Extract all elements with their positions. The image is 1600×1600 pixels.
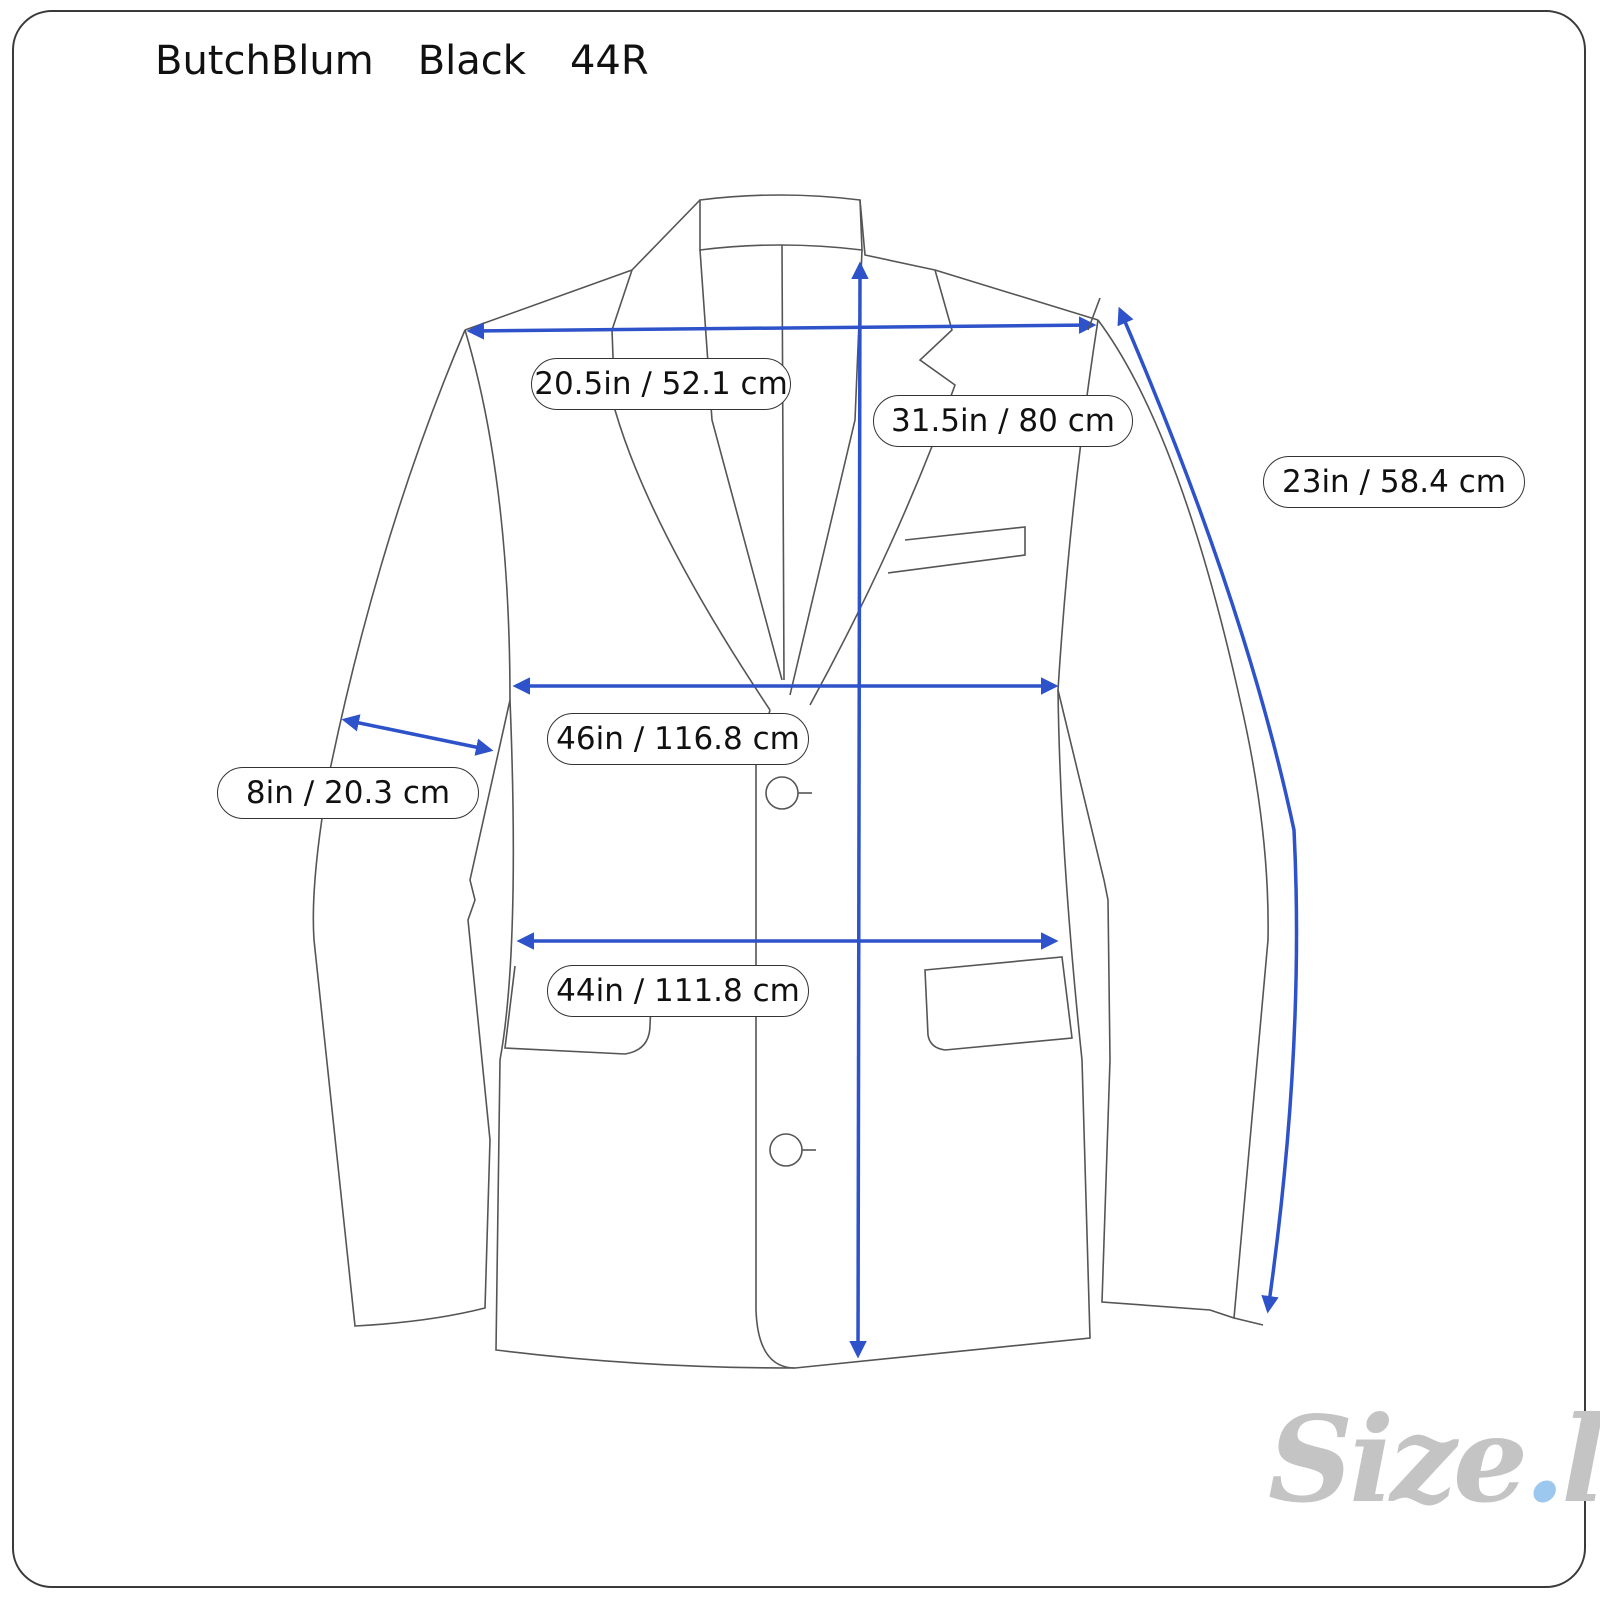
waist-measurement: 44in / 111.8 cm <box>547 965 809 1017</box>
sizely-logo: Size.ly <box>1268 1390 1600 1529</box>
diagram-frame <box>12 10 1586 1588</box>
chest-measurement: 46in / 116.8 cm <box>547 713 809 765</box>
shoulders-measurement: 20.5in / 52.1 cm <box>531 358 791 410</box>
measurement-arrows <box>341 261 1299 1359</box>
sleeve-tick <box>1087 297 1101 331</box>
sleeve-measurement: 23in / 58.4 cm <box>1263 456 1525 508</box>
product-header: ButchBlum Black 44R <box>155 38 693 84</box>
sleeve-arrow <box>1117 306 1299 1314</box>
bicep-arrow <box>341 714 494 756</box>
color-label: Black <box>417 38 526 84</box>
button-icon <box>765 776 816 1167</box>
brand-label: ButchBlum <box>155 38 374 84</box>
bicep-measurement: 8in / 20.3 cm <box>217 767 479 819</box>
length-measurement: 31.5in / 80 cm <box>873 395 1133 447</box>
size-label: 44R <box>569 38 649 84</box>
length-arrow <box>849 261 869 1359</box>
shoulder-arrow <box>466 316 1097 340</box>
